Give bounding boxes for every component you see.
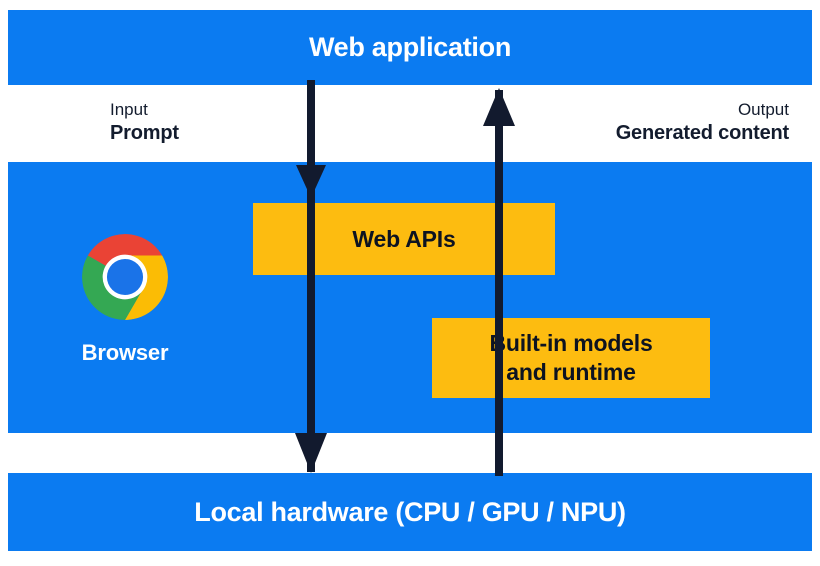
arrow-up-output <box>483 88 515 476</box>
box-built-in-models-line2: and runtime <box>506 359 636 385</box>
flow-label-output: Output Generated content <box>615 100 790 146</box>
flow-label-input: Input Prompt <box>110 100 179 146</box>
flow-input-kind: Input <box>110 100 148 119</box>
browser-label: Browser <box>81 340 169 365</box>
web-application-label: Web application <box>308 32 512 62</box>
local-hardware-label: Local hardware (CPU / GPU / NPU) <box>194 496 626 527</box>
layer-web-application: Web application <box>8 10 812 85</box>
box-built-in-models[interactable]: Built-in models and runtime <box>432 318 710 398</box>
flow-input-value: Prompt <box>110 122 179 145</box>
chrome-logo-icon <box>82 234 168 320</box>
layer-local-hardware: Local hardware (CPU / GPU / NPU) <box>8 473 812 551</box>
box-built-in-models-line1: Built-in models <box>489 330 653 357</box>
flow-output-value: Generated content <box>615 122 790 145</box>
box-built-in-models-label: Built-in models and runtime <box>489 329 652 386</box>
box-web-apis-label: Web APIs <box>352 225 456 252</box>
box-web-apis[interactable]: Web APIs <box>253 203 555 275</box>
flow-output-kind: Output <box>737 100 789 119</box>
arrow-down-input <box>295 80 327 473</box>
